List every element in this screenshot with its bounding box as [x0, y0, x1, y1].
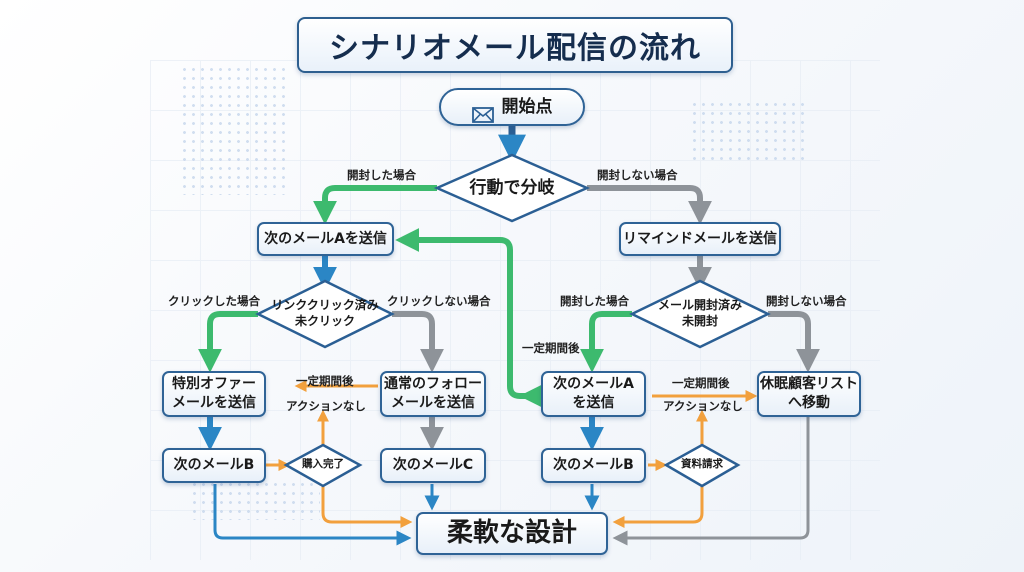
edge-label-opened: 開封した場合	[347, 168, 416, 182]
edge-label-not-opened-2: 開封しない場合	[766, 294, 847, 308]
envelope-icon	[471, 84, 494, 130]
special-offer-node: 特別オファー メールを送信	[162, 371, 266, 417]
doc-request-label: 資料請求	[681, 458, 723, 471]
edge-not-opened	[587, 185, 712, 225]
edge-label-after-period-green: 一定期間後	[522, 341, 580, 355]
background-dots	[690, 100, 810, 160]
edge-not-opened-2	[768, 311, 820, 373]
diamond-mail-open	[629, 279, 771, 349]
edge-docrequest-to-final	[612, 486, 704, 528]
diamond-branch-behavior	[433, 153, 591, 223]
edge-dormant-to-final	[612, 416, 810, 546]
next-mail-a-right-node: 次のメールA を送信	[541, 371, 646, 417]
edge-purchase-to-final	[321, 486, 413, 528]
edge-not-clicked	[392, 311, 444, 373]
link-click-decision-label: リンククリック済み 未クリック	[271, 298, 379, 328]
normal-follow-node: 通常のフォロー メールを送信	[380, 371, 486, 417]
next-mail-a-node: 次のメールAを送信	[257, 222, 394, 256]
edge-opened	[313, 185, 437, 225]
edge-label-after-period-left: 一定期間後	[296, 374, 354, 388]
edge-after-period-loop	[395, 228, 544, 408]
dormant-list-node: 休眠顧客リスト へ移動	[757, 371, 861, 417]
edge-opened-2	[580, 311, 632, 373]
reminder-mail-node: リマインドメールを送信	[619, 222, 781, 256]
next-mail-b-right-node: 次のメールB	[541, 448, 646, 483]
background-dots	[190, 480, 320, 520]
edge-label-not-opened: 開封しない場合	[597, 168, 678, 182]
mail-open-decision-label: メール開封済み 未開封	[657, 298, 742, 328]
diamond-doc-request	[663, 443, 741, 488]
edge-clicked	[198, 311, 258, 373]
next-mail-c-node: 次のメールC	[380, 448, 486, 483]
edge-label-no-action-left: アクションなし	[286, 399, 366, 413]
next-mail-b-left-node: 次のメールB	[162, 448, 266, 483]
flexible-design-node: 柔軟な設計	[416, 512, 608, 555]
edge-label-after-period-right: 一定期間後	[672, 376, 730, 390]
diamond-link-click	[255, 279, 395, 349]
start-node: 開始点	[439, 88, 585, 126]
edge-label-opened-2: 開封した場合	[560, 294, 629, 308]
branch-behavior-label: 行動で分岐	[469, 177, 555, 198]
edge-label-clicked: クリックした場合	[168, 294, 260, 308]
start-label: 開始点	[501, 96, 553, 117]
page-title: シナリオメール配信の流れ	[297, 17, 733, 73]
edge-b-left-to-final	[213, 484, 412, 546]
diamond-purchase	[283, 443, 363, 488]
edge-label-no-action-right: アクションなし	[663, 399, 743, 413]
purchase-done-label: 購入完了	[302, 458, 344, 471]
edge-label-not-clicked: クリックしない場合	[387, 294, 491, 308]
background-dots	[180, 65, 290, 195]
